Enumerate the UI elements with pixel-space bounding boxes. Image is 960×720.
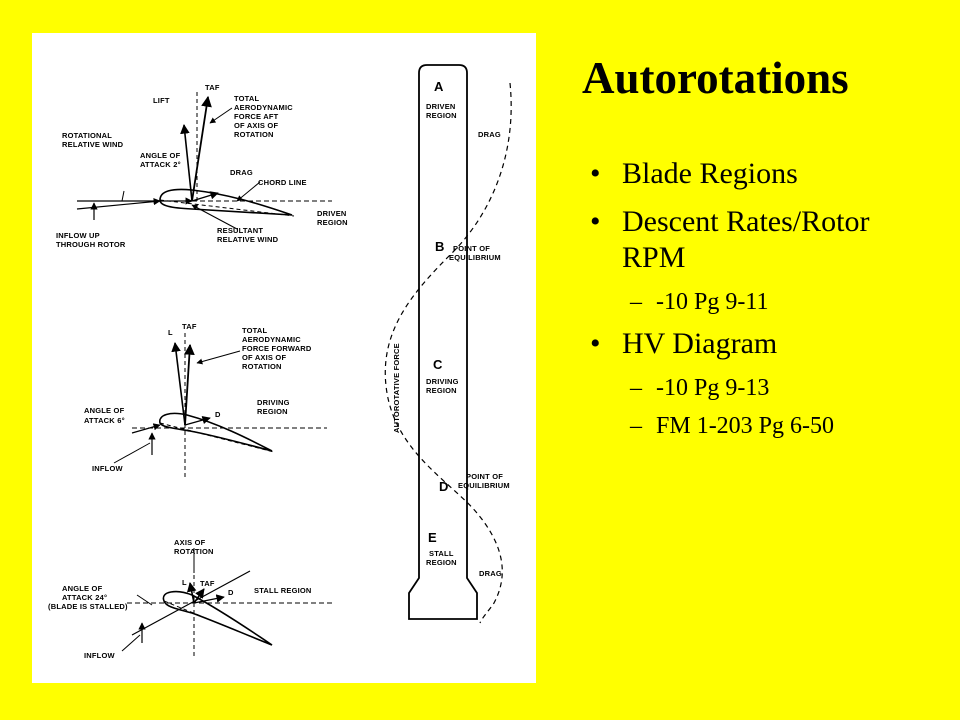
driven-drag-arrow [191, 191, 219, 202]
bullet-text: Blade Regions [622, 157, 798, 190]
bullet-item: • HV Diagram [590, 326, 940, 362]
sub-bullet-item: – -10 Pg 9-11 [630, 288, 940, 316]
sub-bullet-text: -10 Pg 9-11 [656, 289, 769, 315]
stall-l-arrow [186, 582, 197, 604]
stall-airfoil [162, 590, 273, 646]
driving-d-arrow [184, 415, 211, 426]
blade-letter-b: B [435, 239, 444, 254]
stall-inflow-leader [121, 634, 141, 652]
driven-chord-line [159, 199, 295, 217]
sub-bullet-item: – -10 Pg 9-13 [630, 374, 940, 402]
sub-bullet-item: – FM 1-203 Pg 6-50 [630, 412, 940, 440]
driving-inflow-leader [113, 442, 151, 464]
driven-airfoil [159, 188, 293, 216]
driven-lift-arrow [180, 124, 193, 202]
bullet-list: • Blade Regions • Descent Rates/Rotor RP… [590, 156, 940, 450]
driving-chord-line [159, 422, 275, 453]
sub-bullet-marker: – [630, 375, 642, 401]
driving-taf-label: TAF [182, 322, 197, 331]
blade-letter-e: E [428, 530, 437, 545]
driven-inflow-label: INFLOW UP THROUGH ROTOR [56, 231, 126, 249]
blade-letter-c: C [433, 357, 443, 372]
blade-e-drag-label: DRAG [479, 569, 502, 578]
stall-inflow-label: INFLOW [84, 651, 115, 660]
blade-c-region-label: DRIVING REGION [426, 377, 461, 395]
driven-aoa-leader [121, 190, 125, 202]
stall-axis-label: AXIS OF ROTATION [174, 538, 214, 556]
driving-airfoil [159, 412, 273, 452]
autorotation-diagram: LIFT TAF TOTAL AERODYNAMIC FORCE AFT OF … [48, 64, 512, 660]
driving-total-af-leader [196, 350, 241, 365]
driving-rel-wind-arrow [131, 423, 161, 434]
driven-lift-label: LIFT [153, 96, 170, 105]
sub-bullet-marker: – [630, 289, 642, 315]
driving-region-section: L TAF TOTAL AERODYNAMIC FORCE FORWARD OF… [84, 322, 327, 478]
stall-aoa-label: ANGLE OF ATTACK 24° (BLADE IS STALLED) [48, 584, 128, 611]
stall-chord-line [163, 600, 275, 647]
blade-b-point-label: POINT OF EQUILIBRIUM [449, 244, 501, 262]
driven-total-af-label: TOTAL AERODYNAMIC FORCE AFT OF AXIS OF R… [234, 94, 295, 139]
driven-resultant-leader [191, 204, 238, 230]
stall-taf-label: TAF [200, 579, 215, 588]
stall-rel-wind-line [131, 570, 251, 636]
driving-region-label: DRIVING REGION [257, 398, 292, 416]
blade-letter-d: D [439, 479, 448, 494]
driving-taf-arrow [184, 343, 195, 426]
driven-chord-leader [236, 181, 261, 202]
driven-taf-arrow [191, 95, 212, 202]
stall-region-label: STALL REGION [254, 586, 312, 595]
driven-aoa-label: ANGLE OF ATTACK 2° [140, 151, 183, 169]
blade-autorotative-force-label: AUTOROTATIVE FORCE [392, 343, 401, 433]
driven-chord-label: CHORD LINE [258, 178, 307, 187]
blade-a-drag-label: DRAG [478, 130, 501, 139]
driven-rel-wind-arrow [76, 198, 161, 210]
blade-outline [408, 64, 478, 620]
bullet-marker: • [590, 205, 601, 238]
blade-d-point-label: POINT OF EQUILIBRIUM [458, 472, 510, 490]
blade-e-region-label: STALL REGION [426, 549, 457, 567]
bullet-text: Descent Rates/Rotor RPM [622, 205, 870, 274]
blade-letter-a: A [434, 79, 444, 94]
bullet-text: HV Diagram [622, 327, 778, 360]
driven-resultant-label: RESULTANT RELATIVE WIND [217, 226, 279, 244]
stall-l-label: L [182, 578, 187, 587]
rotor-blade-strip: A DRIVEN REGION DRAG B POINT OF EQUILIBR… [384, 64, 512, 624]
driving-l-label: L [168, 328, 173, 337]
driven-drag-label: DRAG [230, 168, 253, 177]
autorotation-diagram-panel: LIFT TAF TOTAL AERODYNAMIC FORCE AFT OF … [32, 33, 536, 683]
driven-region-section: LIFT TAF TOTAL AERODYNAMIC FORCE AFT OF … [56, 83, 349, 249]
driven-rotational-wind-label: ROTATIONAL RELATIVE WIND [62, 131, 124, 149]
driven-total-af-leader [209, 107, 233, 124]
driven-region-label: DRIVEN REGION [317, 209, 349, 227]
driven-taf-label: TAF [205, 83, 220, 92]
driving-l-arrow [171, 342, 186, 426]
blade-a-region-label: DRIVEN REGION [426, 102, 458, 120]
slide-title: Autorotations [582, 53, 849, 103]
bullet-item: • Blade Regions [590, 156, 940, 192]
driving-inflow-label: INFLOW [92, 464, 123, 473]
sub-bullet-text: -10 Pg 9-13 [656, 375, 770, 401]
driving-aoa-label: ANGLE OF ATTACK 6° [84, 406, 127, 425]
bullet-marker: • [590, 327, 601, 360]
stall-d-arrow [193, 594, 225, 604]
sub-bullet-text: FM 1-203 Pg 6-50 [656, 413, 835, 439]
autorotative-force-curve [384, 82, 512, 624]
sub-bullet-marker: – [630, 413, 642, 439]
bullet-marker: • [590, 157, 601, 190]
stall-region-section: AXIS OF ROTATION L TAF D STALL REGION AN… [48, 538, 332, 660]
stall-d-label: D [228, 588, 234, 597]
bullet-item: • Descent Rates/Rotor RPM [590, 204, 940, 276]
stall-aoa-leader [136, 594, 153, 606]
driving-total-af-label: TOTAL AERODYNAMIC FORCE FORWARD OF AXIS … [242, 326, 314, 371]
driving-d-label: D [215, 410, 221, 419]
